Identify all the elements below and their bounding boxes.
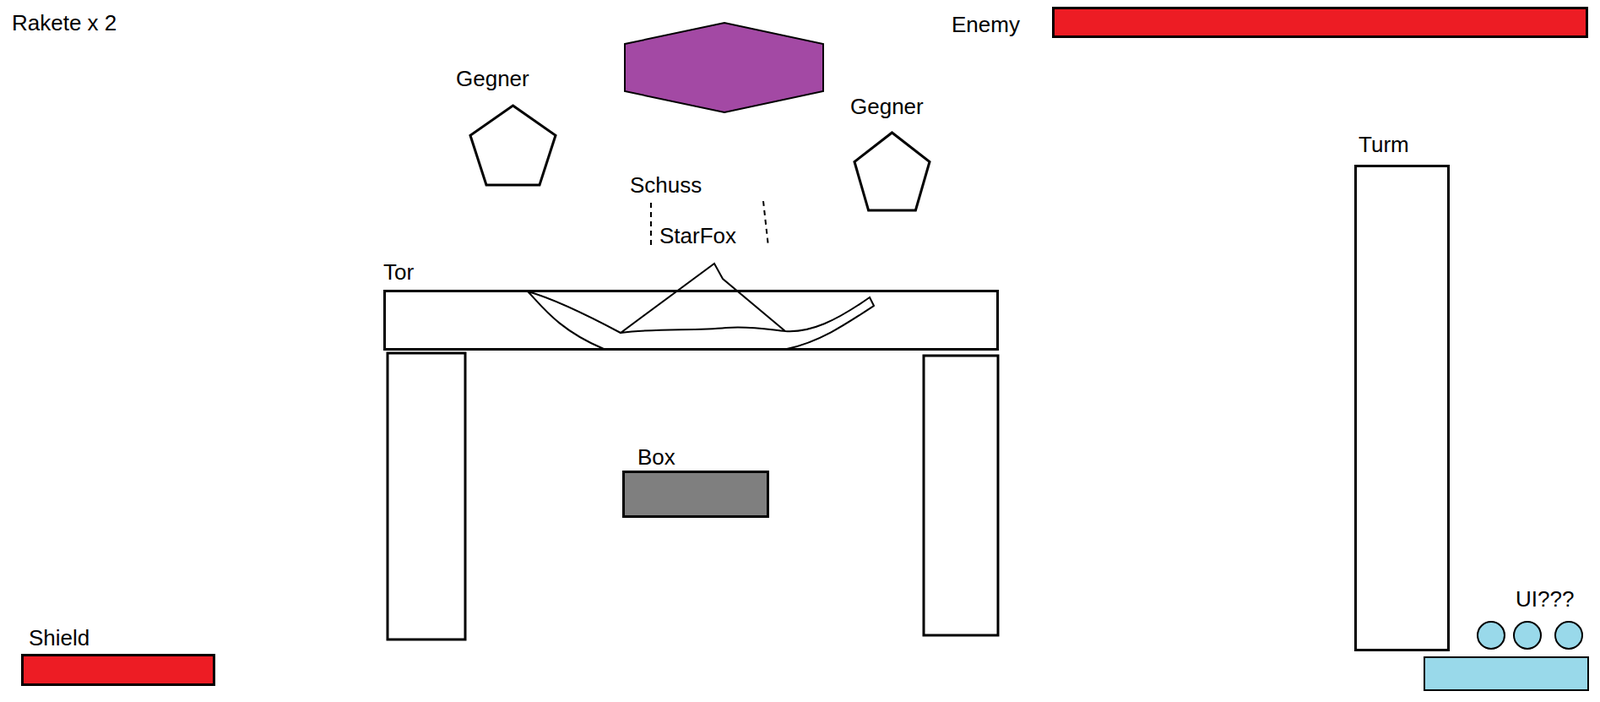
hud-label: UI???	[1515, 585, 1574, 613]
hud-label: Schuss	[629, 172, 702, 199]
ui-bar	[1424, 656, 1589, 690]
pentagon-outline	[468, 103, 558, 187]
boss-hexagon	[624, 22, 824, 113]
shot-trail	[650, 202, 652, 247]
shape-heading: Tor	[383, 259, 414, 286]
shape-heading: Box	[637, 444, 676, 471]
ui-dot	[1513, 621, 1541, 649]
shape-heading: Gegner	[850, 93, 924, 120]
hud-label: Rakete x 2	[11, 10, 117, 37]
shape-heading: Enemy	[951, 11, 1020, 38]
health-bar: Enemy	[1052, 6, 1589, 38]
shield-bar: Shield	[21, 653, 216, 686]
box-obstacle: Box	[622, 470, 770, 518]
enemy-pentagon: Gegner	[852, 130, 932, 212]
gate-beam: Tor	[383, 289, 999, 351]
pentagon-shape	[854, 132, 930, 211]
ship-sketch	[527, 263, 874, 349]
ui-dot	[1477, 621, 1505, 649]
enemy-pentagon: Gegner	[468, 103, 558, 187]
ui-dot	[1555, 621, 1583, 649]
tower-block: Turm	[1354, 164, 1450, 651]
gate-leg	[387, 352, 466, 640]
pentagon-shape	[470, 105, 556, 185]
shot-trail	[763, 200, 769, 247]
pentagon-outline	[852, 130, 932, 212]
hud-label: StarFox	[659, 222, 737, 250]
shape-heading: Gegner	[455, 65, 530, 93]
shape-heading: Turm	[1358, 131, 1410, 158]
gate-leg	[923, 355, 998, 635]
shape-heading: Shield	[28, 624, 90, 651]
